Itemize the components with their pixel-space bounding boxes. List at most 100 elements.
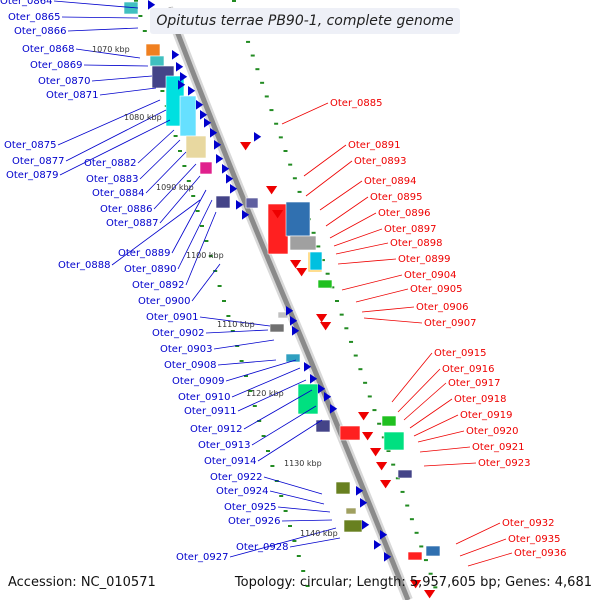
leader-line [305,160,353,197]
gene-label-left: Oter_0875 [4,140,57,151]
tick-dot [353,354,358,357]
gene-label-left: Oter_0882 [84,158,137,169]
gene-box [343,519,363,533]
tick-dot [260,81,265,84]
tick-dot [142,30,147,32]
gene-label-left: Oter_0914 [204,456,257,467]
leader-line [251,405,317,446]
gene-box [285,201,311,237]
leader-line [403,382,447,421]
gene-label-left: Oter_0900 [138,296,191,307]
leader-line [145,151,187,194]
leader-line [269,490,325,505]
gene-label-right: Oter_0918 [454,394,507,405]
tick-dot [178,150,182,152]
gene-label-left: Oter_0884 [92,188,145,199]
tick-dot [344,327,349,330]
leader-line [229,527,337,558]
leader-line [159,175,201,224]
leader-line [361,306,415,313]
tick-dot [244,375,248,377]
leader-line [397,368,441,413]
leader-line [423,462,477,467]
leader-line [263,476,323,495]
leader-line [325,196,369,227]
gene-arrow [290,316,298,326]
gene-box [317,279,333,289]
leader-line [213,339,275,350]
tick-dot [330,286,335,289]
gene-label-right: Oter_0899 [398,254,451,265]
gene-label-left: Oter_0901 [146,312,199,323]
gene-box [425,545,441,557]
gene-label-right: Oter_0936 [514,548,567,559]
tick-dot [296,555,301,557]
tick-dot [335,300,339,302]
tick-dot [292,540,297,542]
gene-box [185,135,207,159]
tick-dot [266,450,270,452]
gene-label-right: Oter_0896 [378,208,431,219]
leader-line [199,316,271,327]
gene-arrow [424,590,436,599]
gene-label-left: Oter_0870 [38,76,91,87]
gene-label-right: Oter_0895 [370,192,423,203]
leader-line [225,359,297,382]
gene-arrow [380,480,392,489]
gene-label-right: Oter_0904 [404,270,457,281]
tick-dot [377,422,382,425]
backbone-line [165,7,411,600]
tick-dot [372,409,377,412]
gene-label-right: Oter_0898 [390,238,443,249]
gene-arrow [292,326,300,336]
tick-dot [316,245,321,248]
leader-line [335,242,389,255]
tick-dot [274,122,279,125]
gene-label-left: Oter_0883 [86,174,139,185]
tick-dot [391,463,396,466]
leader-line [177,199,213,270]
gene-arrow [196,100,204,110]
gene-label-left: Oter_0927 [176,552,229,563]
tick-dot [204,240,209,242]
gene-arrow [362,432,374,441]
gene-label-right: Oter_0932 [502,518,555,529]
tick-dot [367,395,372,398]
gene-box [149,55,165,67]
gene-label-right: Oter_0917 [448,378,501,389]
tick-dot [182,165,187,167]
leader-line [99,87,157,96]
gene-labels: Oter_0864Oter_0865Oter_0866Oter_0868Oter… [0,0,567,563]
kbp-tick-label: 1120 kbp [246,389,284,398]
tick-dot [248,390,253,392]
kbp-tick-label: 1080 kbp [124,113,162,122]
tick-dot [257,420,262,422]
leader-line [391,352,433,403]
gene-label-left: Oter_0869 [30,60,83,71]
tick-dot [423,559,428,562]
tick-dot [363,381,368,384]
gene-box [145,43,161,57]
leader-line [65,109,167,162]
leader-line [363,317,423,324]
tick-dot [400,490,405,493]
gene-label-right: Oter_0923 [478,458,531,469]
gene-arrow [210,128,218,138]
leader-line [277,506,331,513]
leader-line [413,414,459,437]
gene-arrow [172,50,180,60]
leader-line [355,288,409,303]
accession-text: Accession: NC_010571 [8,575,156,590]
gene-arrow [318,384,326,394]
gene-label-right: Oter_0891 [348,140,401,151]
gene-arrow [370,448,382,457]
tick-dot [358,368,363,371]
gene-label-left: Oter_0922 [210,472,263,483]
tick-dot [428,572,433,575]
tick-dot [232,0,236,2]
tick-dot [134,0,138,2]
gene-arrow [358,412,370,421]
leader-line [191,263,221,302]
leader-line [419,446,471,453]
tick-dot [288,163,293,166]
